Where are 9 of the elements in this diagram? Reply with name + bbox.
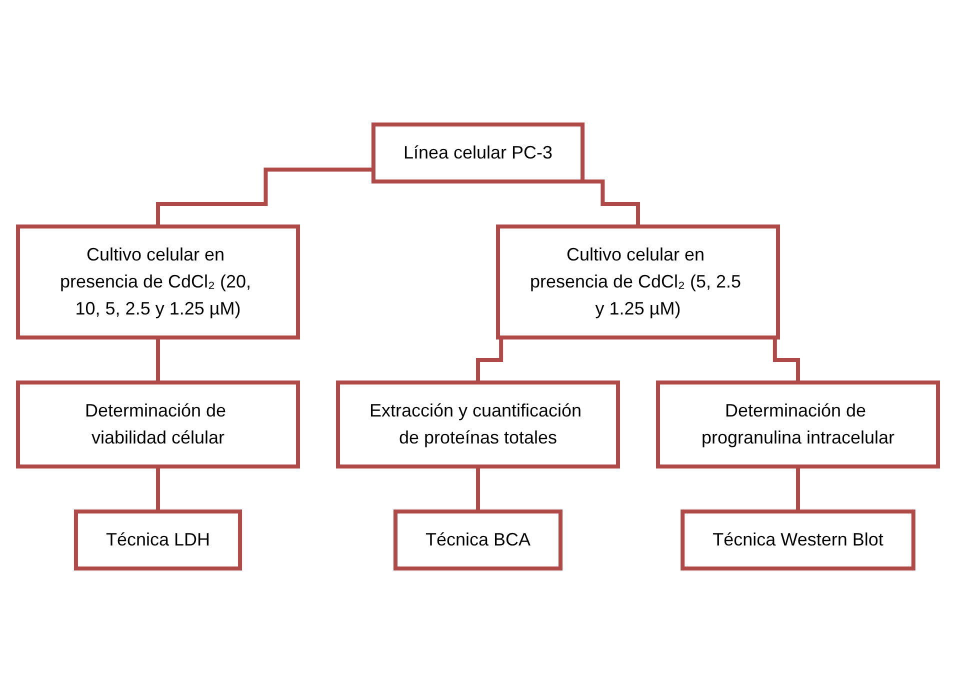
node-box: Cultivo celular en presencia de CdCl₂ (5, 2.5 y 1.25 µM) bbox=[496, 224, 780, 340]
node-box: Determinación de viabilidad célular bbox=[16, 380, 300, 468]
node-box: Extracción y cuantificación de proteínas totales bbox=[336, 380, 620, 468]
node-box: Técnica LDH bbox=[73, 510, 242, 570]
node-box: Determinación de progranulina intracelular bbox=[656, 380, 940, 468]
node-box: Técnica Western Blot bbox=[680, 510, 915, 570]
node-box: Línea celular PC-3 bbox=[370, 122, 584, 184]
node-box: Técnica BCA bbox=[392, 510, 562, 570]
node-box: Cultivo celular en presencia de CdCl₂ (20, 10, 5, 2.5 y 1.25 µM) bbox=[16, 224, 300, 340]
